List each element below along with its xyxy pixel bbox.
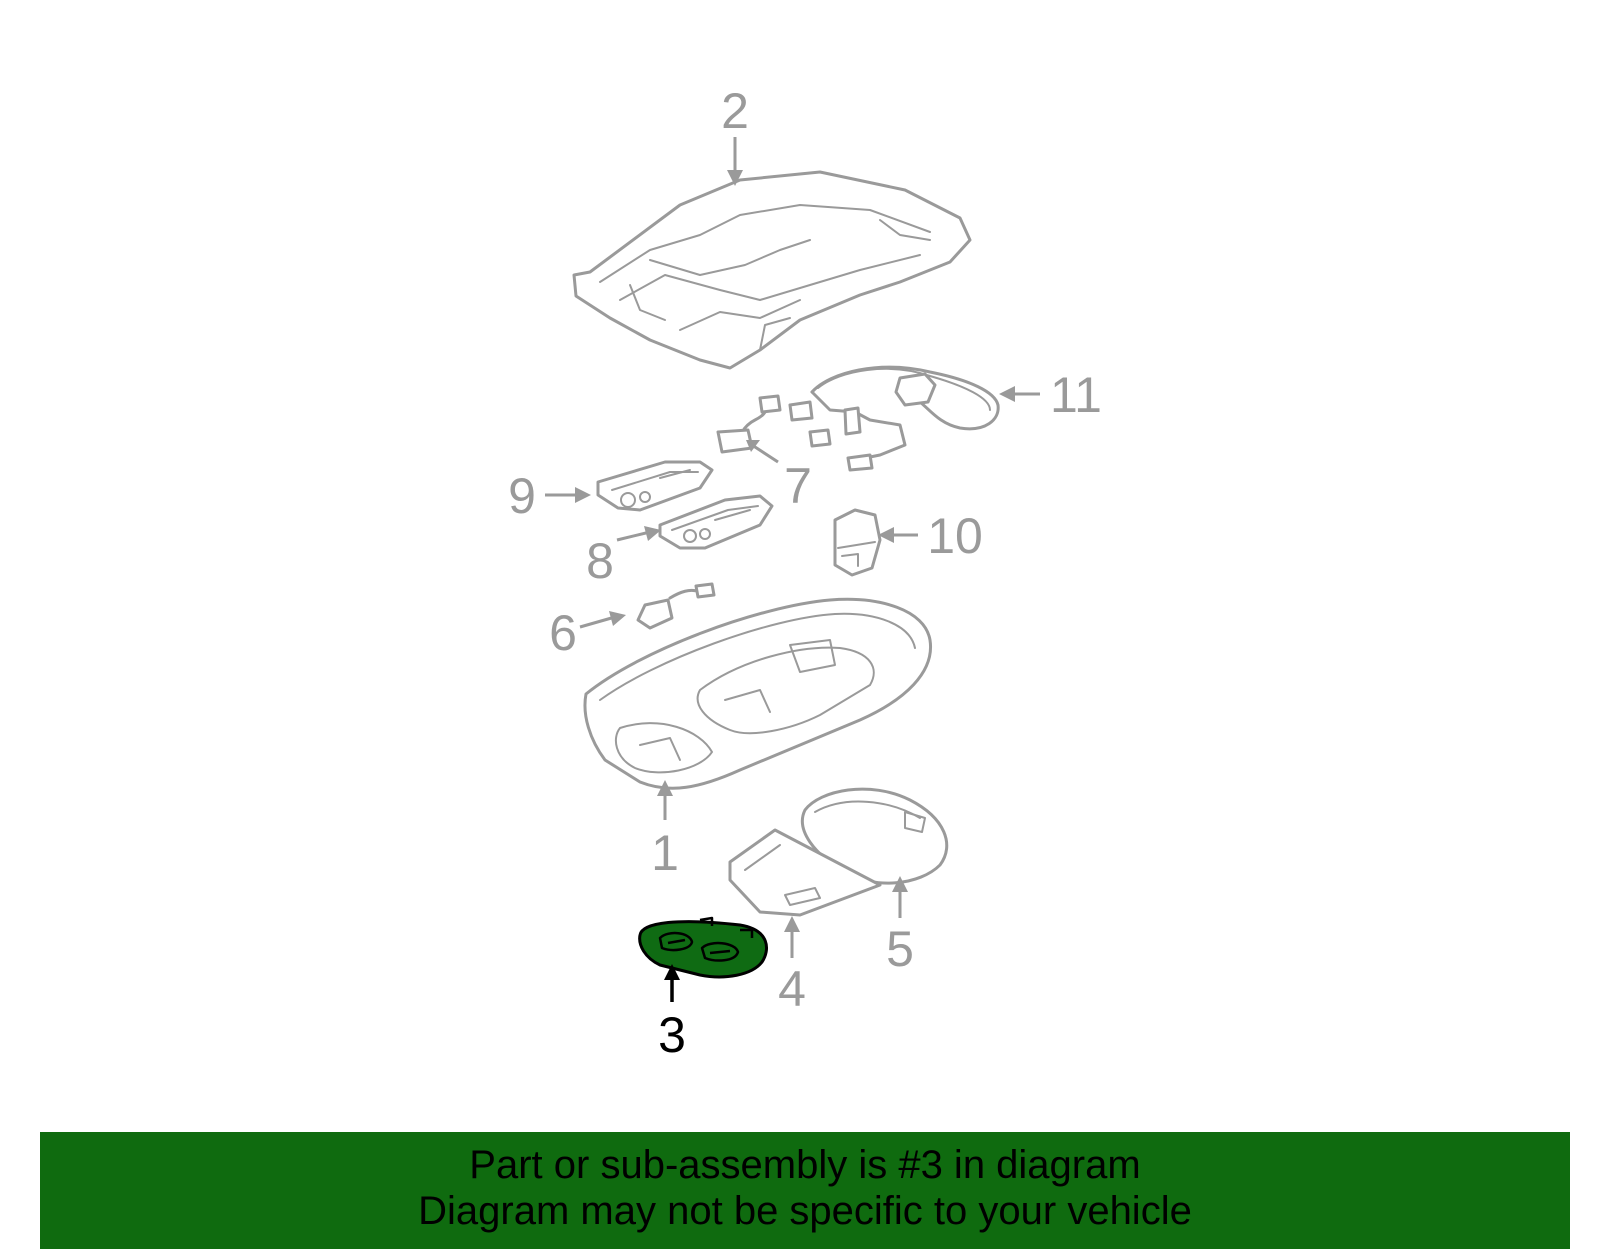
callout-10: 10	[878, 508, 983, 564]
part-9-lamp-drawing	[596, 460, 714, 512]
part-6-wire-drawing	[636, 582, 716, 630]
part-11-harness-drawing	[788, 365, 1000, 472]
callout-9-label: 9	[508, 468, 536, 524]
callout-2-label: 2	[721, 83, 749, 139]
callout-1: 1	[651, 780, 679, 881]
callout-8: 8	[586, 526, 661, 589]
callout-6: 6	[549, 605, 626, 661]
callout-1-label: 1	[651, 825, 679, 881]
callout-5: 5	[886, 876, 914, 977]
callout-7: 7	[746, 440, 812, 514]
part-2-frame-drawing	[572, 170, 972, 370]
part-1-console-drawing	[583, 597, 933, 790]
callout-11-label: 11	[1050, 367, 1102, 423]
part-3-highlighted-drawing	[638, 916, 769, 979]
callout-9: 9	[508, 468, 591, 524]
callout-2: 2	[721, 83, 749, 186]
callout-4: 4	[778, 916, 806, 1017]
callout-11: 11	[999, 367, 1102, 423]
callout-3-highlighted: 3	[658, 964, 686, 1063]
banner-line-2: Diagram may not be specific to your vehi…	[418, 1189, 1192, 1233]
callout-10-label: 10	[927, 508, 983, 564]
callout-4-label: 4	[778, 961, 806, 1017]
banner-line-1: Part or sub-assembly is #3 in diagram	[469, 1143, 1141, 1187]
callout-8-label: 8	[586, 533, 614, 589]
callout-7-label: 7	[784, 458, 812, 514]
part-4-cover-drawing	[728, 828, 882, 917]
callout-6-label: 6	[549, 605, 577, 661]
callout-3-label: 3	[658, 1007, 686, 1063]
part-10-switch-drawing	[833, 508, 882, 577]
part-7-bulb-drawing	[716, 394, 782, 454]
part-8-lamp-drawing	[658, 494, 774, 550]
callout-5-label: 5	[886, 921, 914, 977]
info-banner: Part or sub-assembly is #3 in diagram Di…	[40, 1132, 1570, 1249]
